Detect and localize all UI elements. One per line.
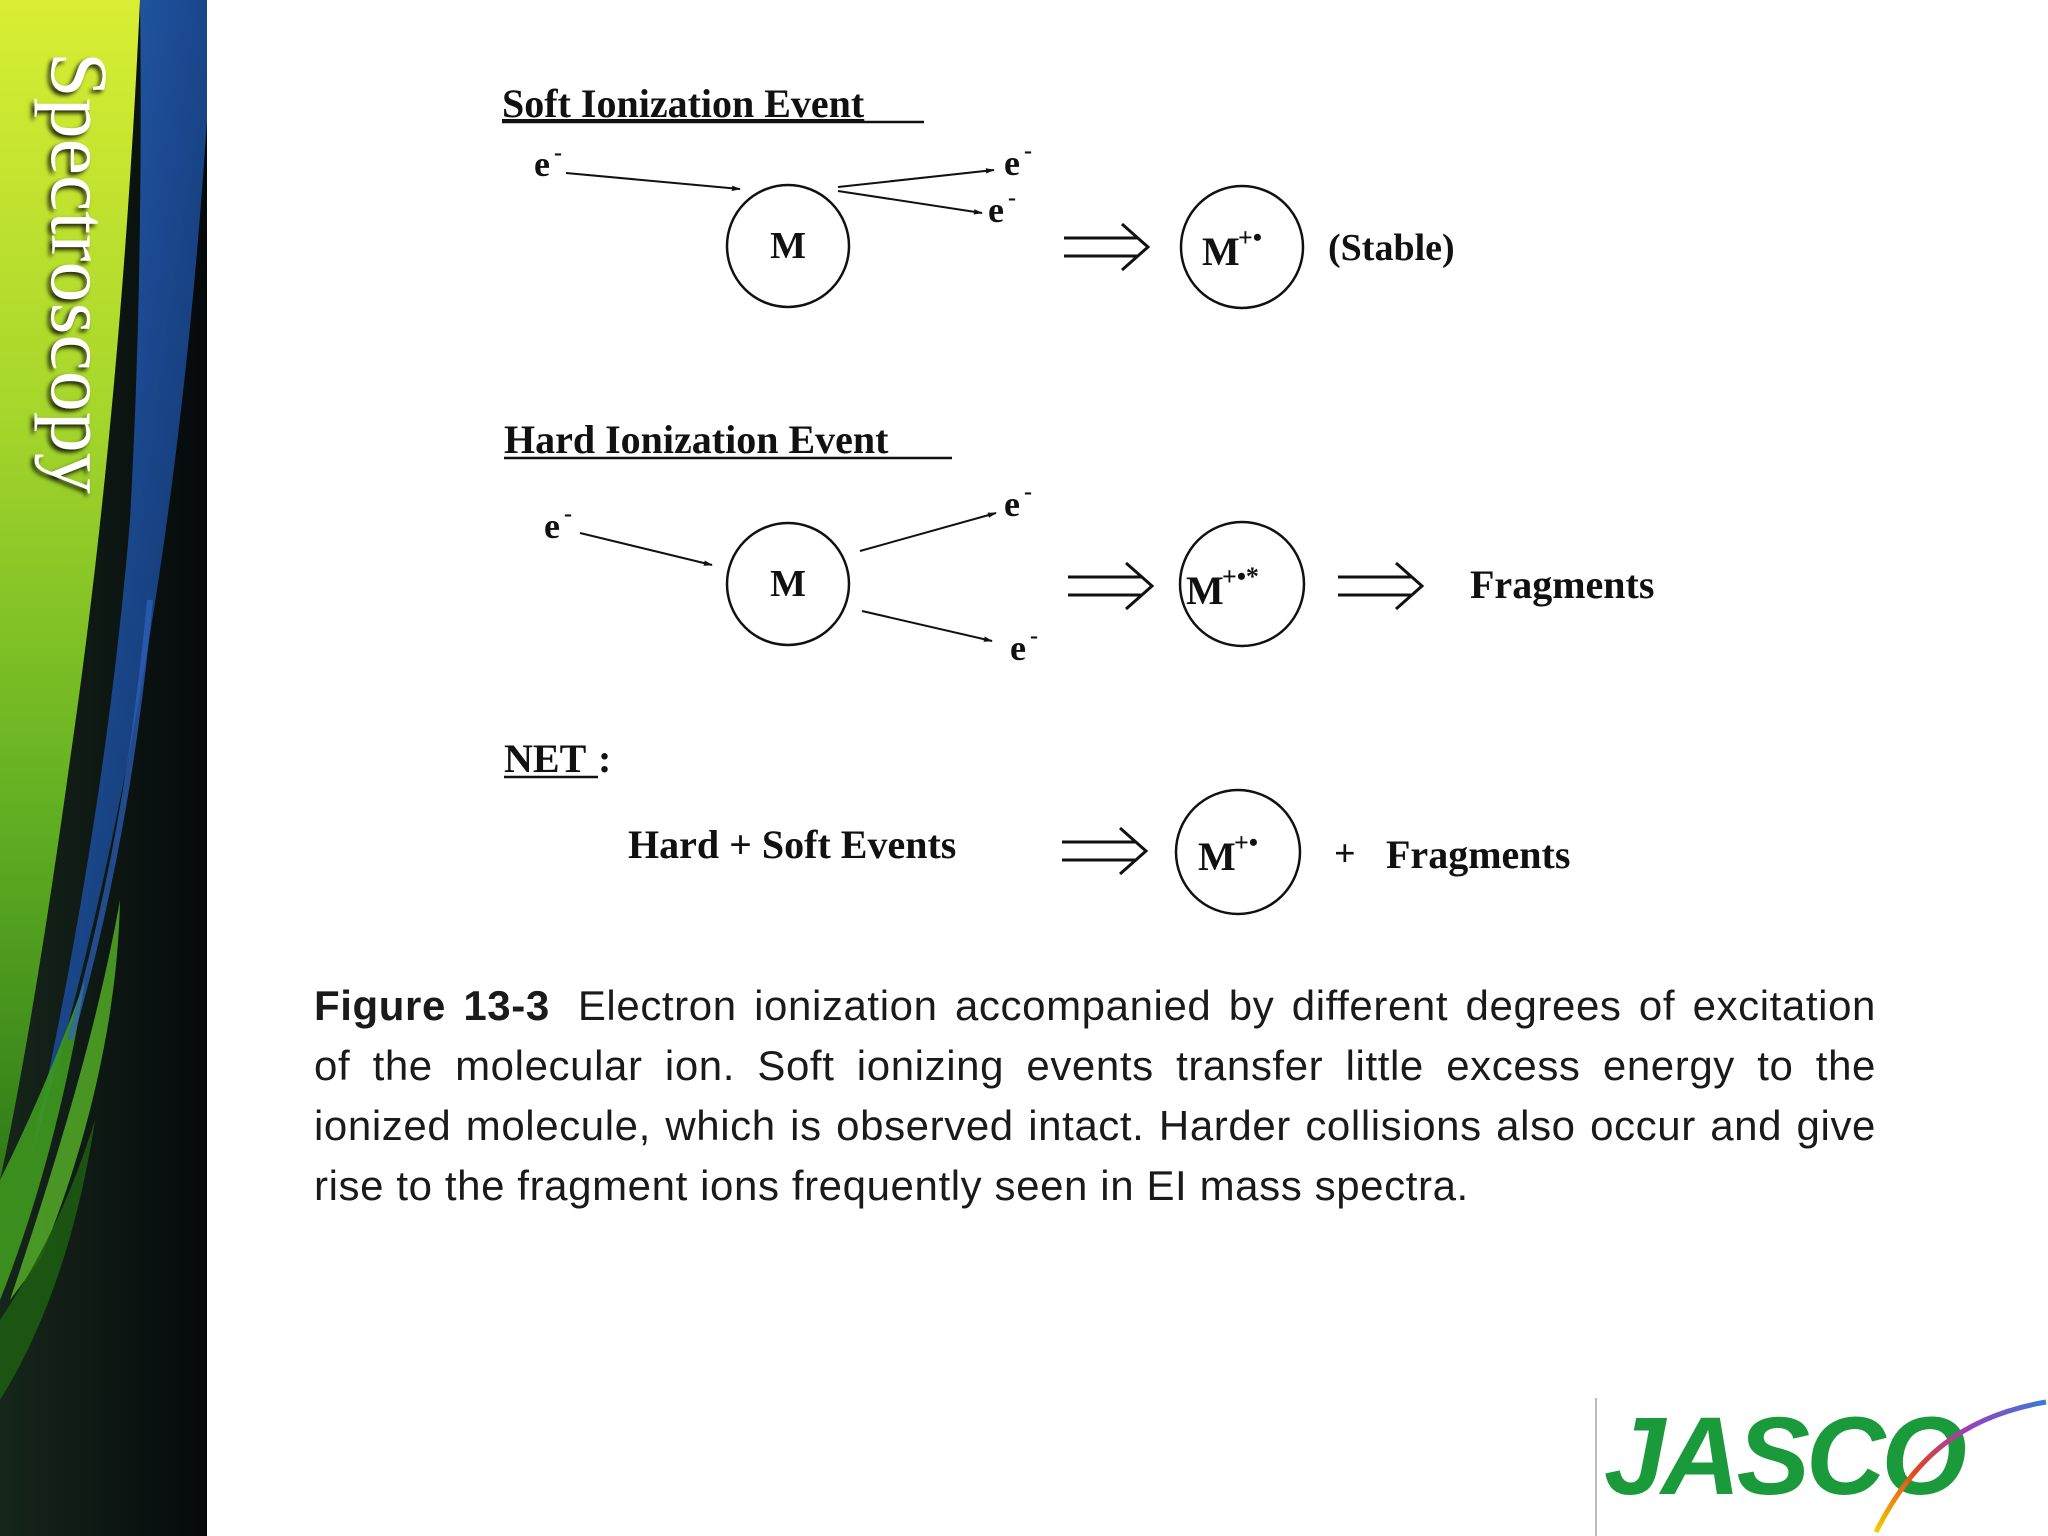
net-colon: : — [598, 736, 611, 781]
net-ion-circle — [1174, 788, 1302, 916]
hard-ion-charge: +•* — [1222, 562, 1259, 591]
net-ion-charge: +• — [1234, 828, 1258, 857]
hard-electron-out-2: e — [1010, 628, 1026, 668]
jasco-logo: JASCO — [1594, 1395, 2048, 1536]
sidebar-panel: Spectroscopy — [0, 0, 207, 1536]
hard-electron-out-2-charge: - — [1030, 623, 1038, 649]
soft-arrow-out-1 — [837, 168, 995, 188]
hard-molecule-label: M — [770, 563, 806, 605]
hard-ionization-section: Hard Ionization Event e - M e - e - M +•… — [504, 417, 1654, 668]
net-implies-arrow — [1062, 826, 1149, 876]
net-heading: NET — [504, 736, 587, 781]
net-result: Fragments — [1386, 832, 1570, 877]
hard-molecule-circle — [725, 521, 851, 647]
soft-molecule-circle — [725, 183, 851, 309]
soft-electron-out-2-charge: - — [1008, 185, 1016, 211]
hard-implies-arrow-2 — [1338, 561, 1425, 611]
hard-implies-arrow-1 — [1068, 561, 1155, 611]
soft-ion-circle — [1179, 184, 1305, 310]
hard-electron-in-charge: - — [564, 501, 572, 527]
hard-result: Fragments — [1470, 562, 1654, 607]
soft-electron-out-1-charge: - — [1024, 138, 1032, 164]
hard-ion-circle — [1178, 520, 1306, 648]
jasco-logo-text: JASCO — [1604, 1396, 1965, 1518]
soft-arrow-out-2 — [837, 190, 983, 215]
hard-arrow-in — [579, 532, 713, 566]
sidebar-background-art — [0, 0, 207, 1536]
net-plus: + — [1334, 833, 1356, 875]
sidebar-title: Spectroscopy — [34, 52, 125, 494]
soft-ion-label: M — [1202, 229, 1240, 274]
hard-electron-in: e — [544, 506, 560, 546]
hard-arrow-out-2 — [861, 610, 993, 642]
hard-electron-out-1-charge: - — [1024, 479, 1032, 505]
soft-implies-arrow — [1064, 222, 1151, 272]
soft-ion-charge: +• — [1238, 223, 1262, 252]
soft-electron-out-1: e — [1004, 143, 1020, 183]
net-ion-label: M — [1198, 834, 1236, 879]
net-section: NET : Hard + Soft Events M +• + Fragment… — [504, 736, 1570, 916]
hard-arrow-out-1 — [859, 512, 997, 552]
soft-electron-out-2: e — [988, 190, 1004, 230]
figure-label: Figure 13-3 — [314, 982, 550, 1029]
soft-molecule-label: M — [770, 225, 806, 267]
hard-electron-out-1: e — [1004, 484, 1020, 524]
soft-ionization-section: Soft Ionization Event e - M e - e - M +•… — [502, 81, 1455, 310]
jasco-logo-icon: JASCO — [1595, 1395, 2047, 1536]
figure-caption-text: Electron ionization accompanied by diffe… — [314, 982, 1877, 1209]
net-left-side: Hard + Soft Events — [628, 822, 956, 867]
hard-heading: Hard Ionization Event — [504, 417, 889, 462]
soft-heading: Soft Ionization Event — [502, 81, 865, 126]
soft-result: (Stable) — [1328, 227, 1455, 269]
soft-electron-in-charge: - — [554, 140, 562, 166]
soft-arrow-in — [565, 172, 741, 191]
soft-electron-in: e — [534, 144, 550, 184]
hard-ion-label: M — [1186, 568, 1224, 613]
